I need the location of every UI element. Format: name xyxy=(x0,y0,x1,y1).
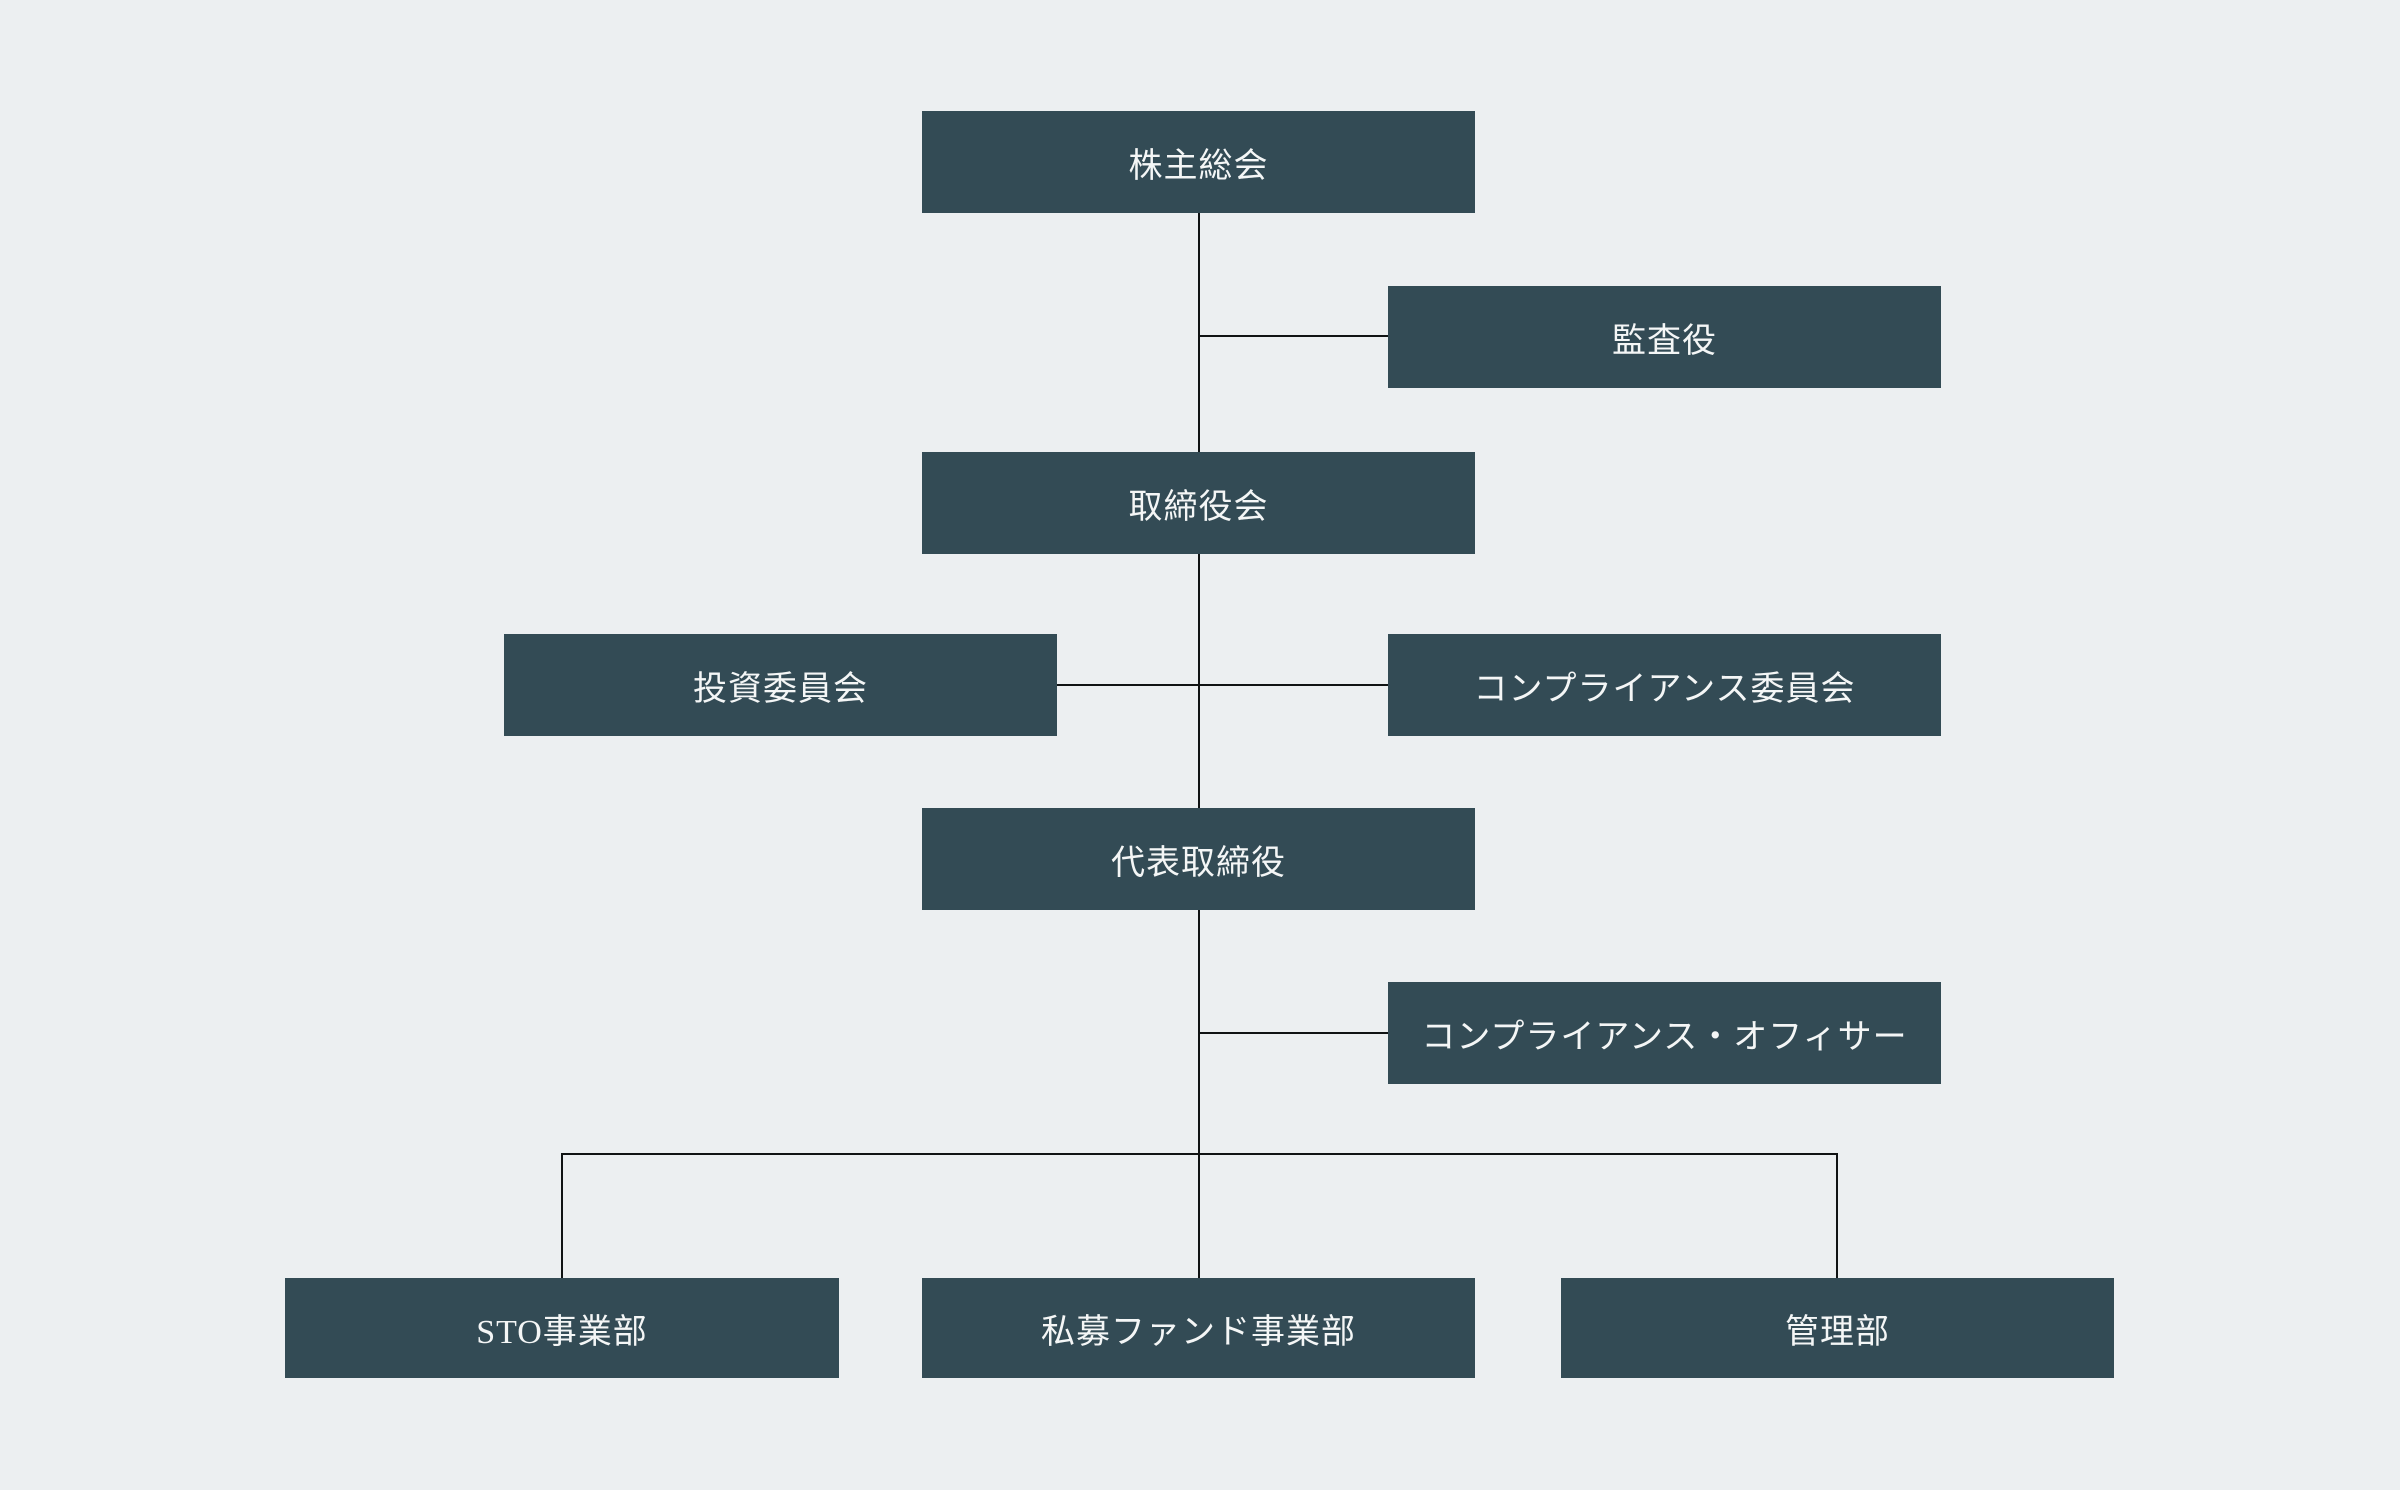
org-node-compliance-committee: コンプライアンス委員会 xyxy=(1388,634,1941,736)
org-node-label: 管理部 xyxy=(1785,1313,1890,1351)
org-node-compliance-officer: コンプライアンス・オフィサー xyxy=(1388,982,1941,1084)
org-node-label: 監査役 xyxy=(1612,322,1717,360)
org-node-label: 株主総会 xyxy=(1128,147,1269,185)
connector-board-to-representative xyxy=(1198,554,1200,808)
org-node-auditor: 監査役 xyxy=(1388,286,1941,388)
connector-drop-sto xyxy=(561,1154,563,1278)
connector-stub-compliance-officer xyxy=(1199,1032,1389,1034)
org-node-private-fund-division: 私募ファンド事業部 xyxy=(922,1278,1475,1378)
org-node-label: 私募ファンド事業部 xyxy=(1041,1313,1356,1351)
connector-committees xyxy=(1056,684,1389,686)
connector-shareholders-to-board xyxy=(1198,213,1200,452)
org-node-label: 取締役会 xyxy=(1128,488,1269,526)
connector-representative-to-divisions xyxy=(1198,910,1200,1278)
org-node-label: 代表取締役 xyxy=(1111,844,1286,882)
org-node-label: STO事業部 xyxy=(476,1313,648,1351)
org-node-label: コンプライアンス・オフィサー xyxy=(1421,1018,1908,1056)
org-node-representative-director: 代表取締役 xyxy=(922,808,1475,910)
connector-stub-auditor xyxy=(1199,335,1389,337)
org-node-investment-committee: 投資委員会 xyxy=(504,634,1057,736)
org-node-admin-division: 管理部 xyxy=(1561,1278,2114,1378)
connector-distribution-bar xyxy=(561,1153,1838,1155)
org-node-shareholders-meeting: 株主総会 xyxy=(922,111,1475,213)
org-node-label: コンプライアンス委員会 xyxy=(1473,670,1856,708)
org-node-sto-division: STO事業部 xyxy=(285,1278,839,1378)
org-node-board-of-directors: 取締役会 xyxy=(922,452,1475,554)
org-node-label: 投資委員会 xyxy=(693,670,868,708)
connector-drop-admin xyxy=(1836,1154,1838,1278)
